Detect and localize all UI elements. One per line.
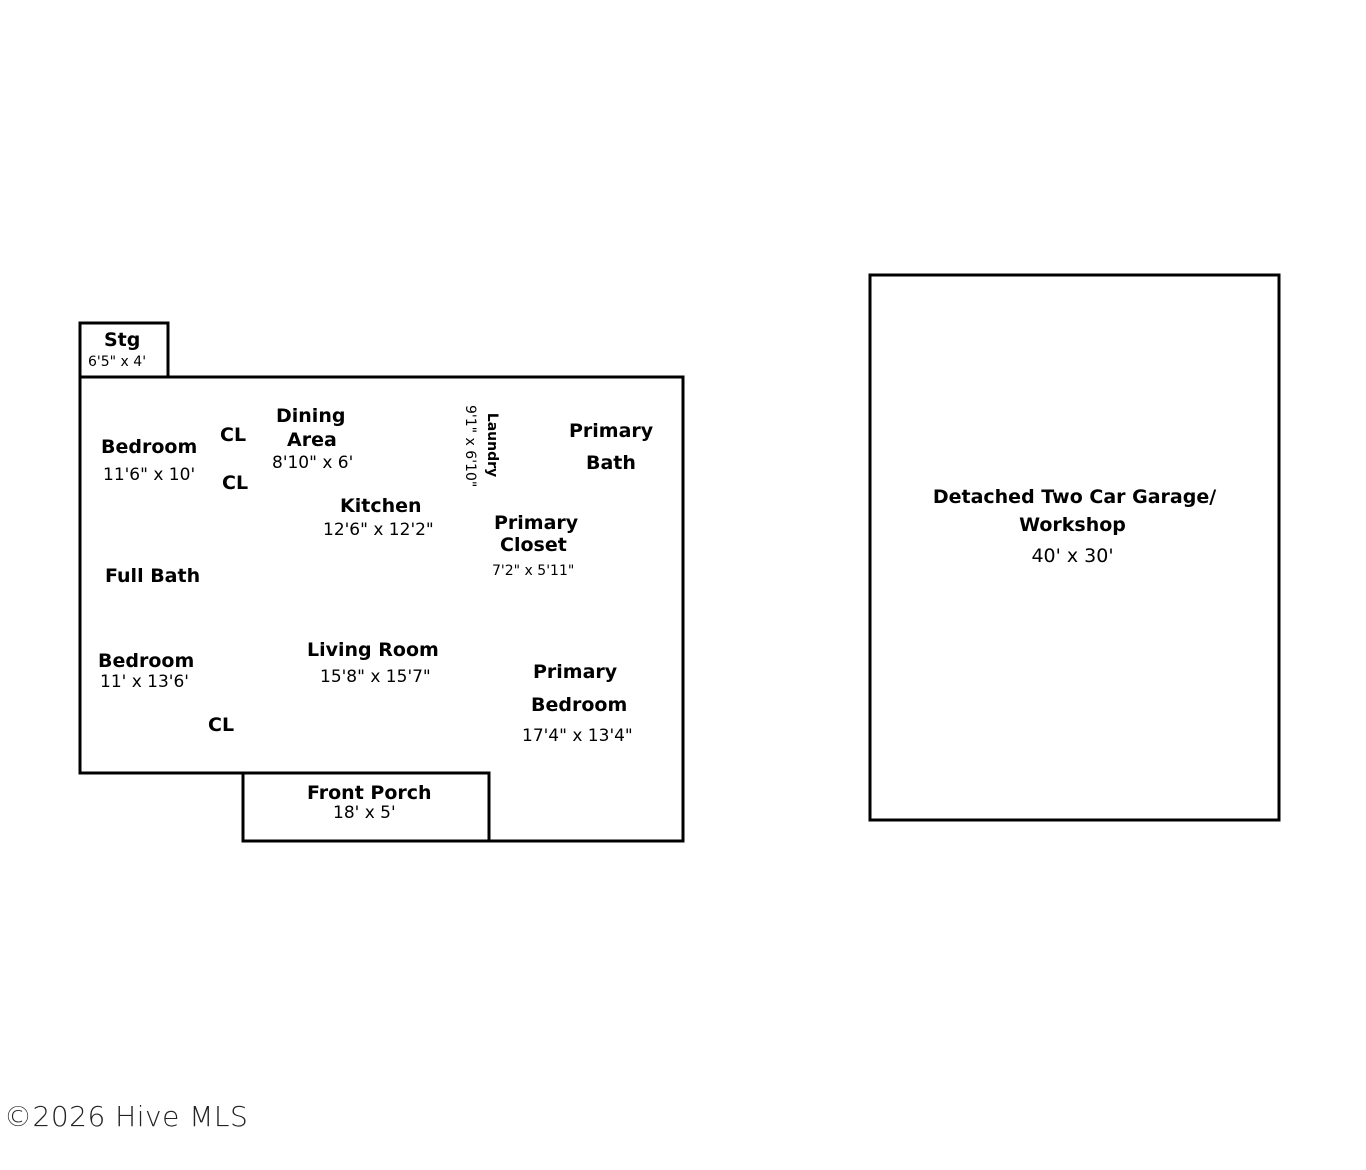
- primary-closet-dims: 7'2" x 5'11": [492, 563, 575, 579]
- watermark: ©2026 Hive MLS: [4, 1100, 249, 1133]
- full-bath-label: Full Bath: [105, 565, 201, 587]
- laundry-label: Laundry: [484, 412, 500, 478]
- dining-label-2: Area: [287, 429, 337, 451]
- bedroom1-label: Bedroom: [101, 436, 198, 458]
- garage-label-2: Workshop: [1019, 514, 1126, 536]
- primary-bedroom-label-2: Bedroom: [531, 694, 628, 716]
- laundry-dims: 9'1" x 6'10": [462, 405, 478, 488]
- storage-label: Stg: [104, 329, 141, 351]
- closet1-label: CL: [220, 424, 247, 446]
- dining-label-1: Dining: [276, 405, 346, 427]
- living-room-label: Living Room: [307, 639, 439, 661]
- garage-dims: 40' x 30': [1031, 545, 1114, 567]
- primary-bath-label-2: Bath: [586, 452, 636, 474]
- primary-closet-label-2: Closet: [500, 534, 567, 556]
- kitchen-dims: 12'6" x 12'2": [323, 520, 434, 540]
- primary-closet-label-1: Primary: [494, 512, 579, 534]
- living-room-dims: 15'8" x 15'7": [320, 667, 431, 687]
- garage-label-1: Detached Two Car Garage/: [932, 486, 1217, 508]
- primary-bedroom-dims: 17'4" x 13'4": [522, 726, 633, 746]
- dining-dims: 8'10" x 6': [272, 453, 354, 473]
- storage-dims: 6'5" x 4': [88, 354, 147, 370]
- front-porch-label: Front Porch: [307, 782, 432, 804]
- bedroom2-dims: 11' x 13'6': [100, 672, 189, 692]
- primary-bath-label-1: Primary: [569, 420, 654, 442]
- storage-outline: [78, 321, 170, 379]
- bedroom2-label: Bedroom: [98, 650, 195, 672]
- closet2-label: CL: [222, 472, 249, 494]
- kitchen-label: Kitchen: [340, 495, 422, 517]
- front-porch-outline: [241, 771, 491, 843]
- front-porch-dims: 18' x 5': [333, 803, 396, 823]
- laundry-group: Laundry 9'1" x 6'10": [462, 405, 500, 487]
- bedroom1-dims: 11'6" x 10': [103, 465, 196, 485]
- closet3-label: CL: [208, 714, 235, 736]
- primary-bedroom-label-1: Primary: [533, 661, 618, 683]
- garage-outline: [868, 273, 1281, 822]
